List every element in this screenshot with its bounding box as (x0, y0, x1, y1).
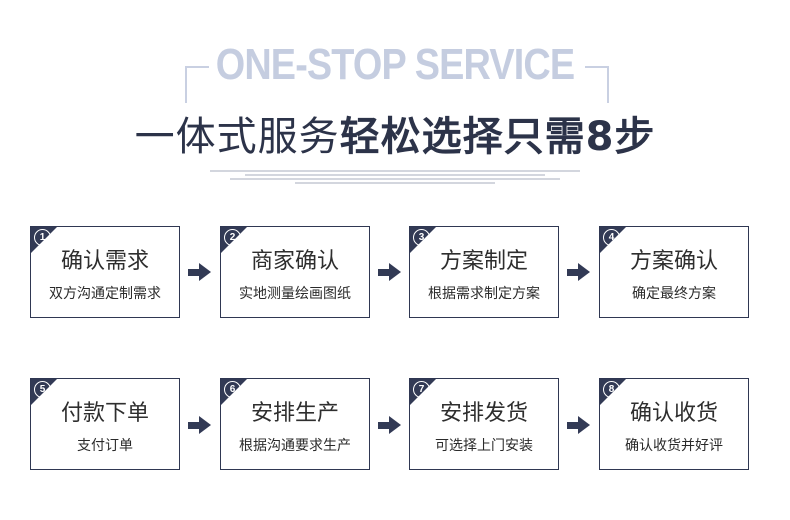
step-title: 方案制定 (439, 249, 528, 274)
step-description: 实地测量绘画图纸 (239, 286, 351, 302)
arrow-right-icon (567, 263, 591, 281)
decorative-small-text (205, 170, 585, 186)
step-number: 2 (224, 229, 241, 246)
step-card-5: 5 付款下单 支付订单 (30, 378, 180, 470)
step-description: 双方沟通定制需求 (49, 286, 161, 302)
step-card-4: 4 方案确认 确定最终方案 (599, 226, 749, 318)
step-title: 确认收货 (629, 401, 718, 426)
arrow-right-icon (188, 263, 212, 281)
step-card-7: 7 安排发货 可选择上门安装 (409, 378, 559, 470)
arrow-right-icon (378, 416, 402, 434)
step-number: 8 (603, 381, 620, 398)
step-title: 安排发货 (439, 401, 528, 426)
step-number: 7 (413, 381, 430, 398)
step-card-6: 6 安排生产 根据沟通要求生产 (220, 378, 370, 470)
step-title: 安排生产 (250, 401, 339, 426)
step-card-1: 1 确认需求 双方沟通定制需求 (30, 226, 180, 318)
step-description: 确认收货并好评 (625, 438, 723, 454)
step-description: 确定最终方案 (632, 286, 716, 302)
english-title: ONE-STOP SERVICE (215, 40, 575, 89)
step-title: 付款下单 (60, 401, 149, 426)
title-bracket-left (185, 66, 209, 103)
main-title: 一体式服务轻松选择只需8步 (0, 104, 790, 162)
arrow-right-icon (567, 416, 591, 434)
step-title: 商家确认 (250, 249, 339, 274)
step-description: 支付订单 (77, 438, 133, 454)
step-card-3: 3 方案制定 根据需求制定方案 (409, 226, 559, 318)
step-number: 5 (34, 381, 51, 398)
step-description: 可选择上门安装 (435, 438, 533, 454)
main-title-bold: 轻松选择只需8步 (339, 114, 656, 160)
arrow-right-icon (188, 416, 212, 434)
step-card-2: 2 商家确认 实地测量绘画图纸 (220, 226, 370, 318)
step-number: 3 (413, 229, 430, 246)
title-bracket-right (585, 66, 609, 103)
arrow-right-icon (378, 263, 402, 281)
step-number: 1 (34, 229, 51, 246)
main-title-regular: 一体式服务 (134, 114, 340, 160)
step-number: 4 (603, 229, 620, 246)
step-title: 方案确认 (629, 249, 718, 274)
step-description: 根据沟通要求生产 (239, 438, 351, 454)
step-title: 确认需求 (60, 249, 149, 274)
step-description: 根据需求制定方案 (428, 286, 540, 302)
step-card-8: 8 确认收货 确认收货并好评 (599, 378, 749, 470)
step-number: 6 (224, 381, 241, 398)
